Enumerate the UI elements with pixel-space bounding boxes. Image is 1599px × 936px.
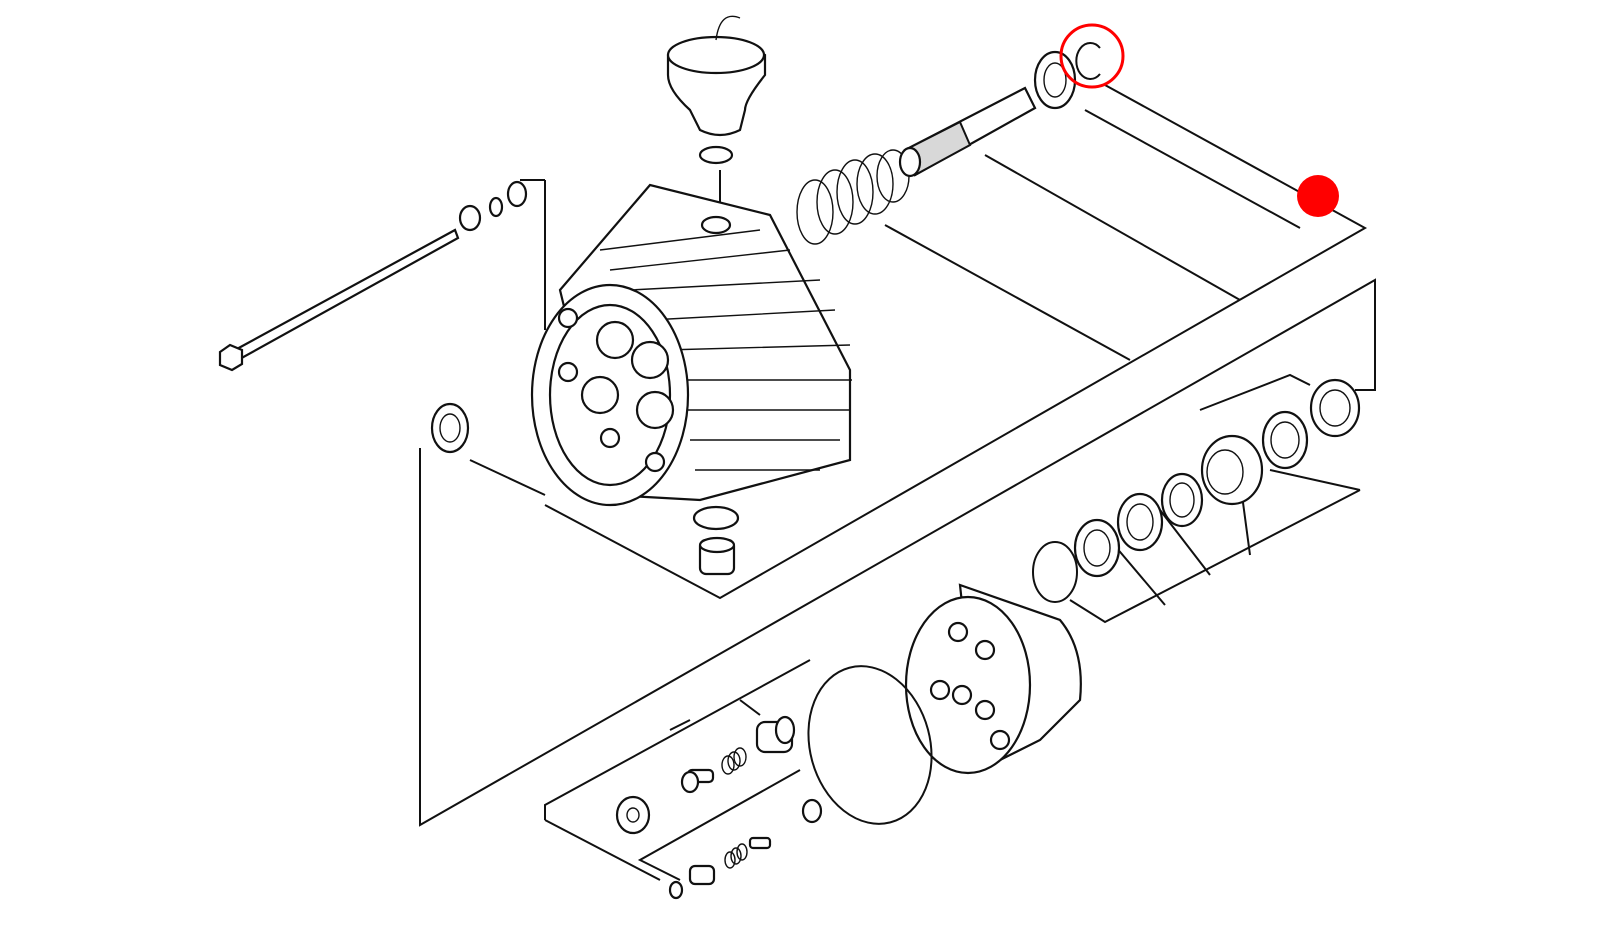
valve-pin [680,768,715,794]
seal-ring-3 [1160,472,1204,528]
manifold [904,583,1082,775]
check-valve-cap [755,715,796,754]
red-dot [1297,175,1339,217]
small-spring [721,747,747,775]
seal-ring-5 [1073,518,1121,578]
small-bushing [801,798,823,824]
washer-nut [458,204,482,232]
small-spring-2 [724,843,748,869]
long-bolt [218,228,460,372]
bushing [615,795,651,835]
small-screw [748,836,772,850]
drain-plug [698,536,736,576]
o-ring-right [1032,541,1078,603]
leader-lines [419,84,1376,881]
spring [796,149,910,245]
seal-ring-1 [1261,410,1309,470]
seal-ring-2 [1200,434,1264,506]
small-pin [688,864,716,886]
pressure-switch-cap [666,15,767,137]
seal-ring-4 [1116,492,1164,552]
valve-cage [1309,378,1361,438]
o-ring-bottom [692,505,740,531]
seal-left [430,402,470,454]
tiny-o-ring [668,880,684,900]
piston [898,86,1037,178]
small-washer [506,180,528,208]
o-ring-top [698,145,734,165]
pump-head [530,183,852,507]
highlight-circle [1059,23,1125,89]
piston-seal [1033,50,1077,110]
large-o-ring [807,665,933,825]
small-o-ring [488,196,504,218]
retaining-ring [1075,42,1101,80]
